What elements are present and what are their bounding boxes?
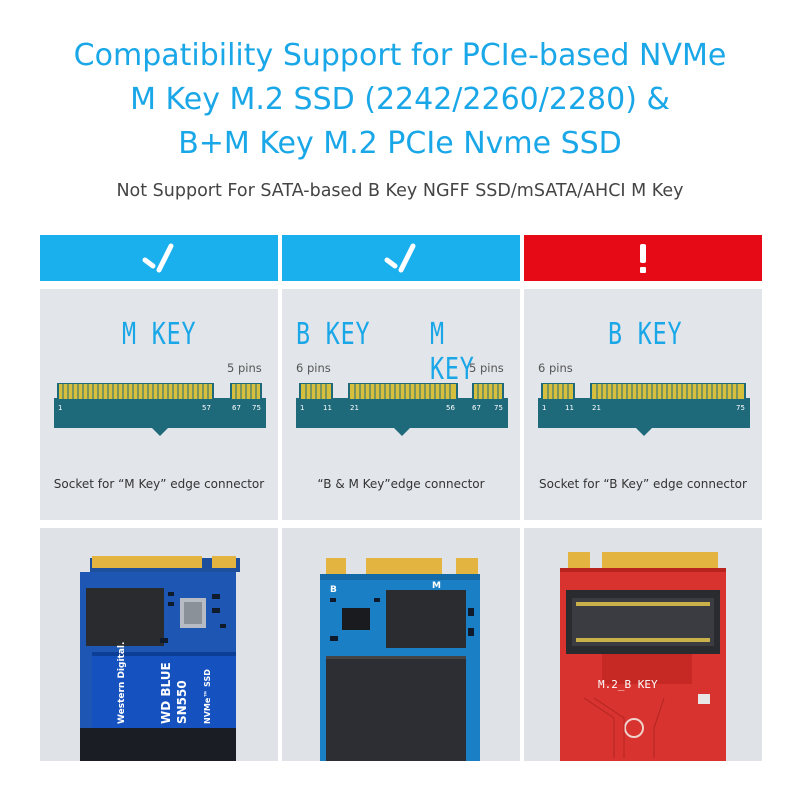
connector-panel: B KEY M KEY 6 pins 5 pins 1 11 21 [282,289,520,520]
pin-number: 11 [323,404,332,412]
connector-caption: Socket for “M Key” edge connector [53,477,265,491]
b-key-adapter-image: M.2_B KEY [524,528,762,761]
title-line-1: Compatibility Support for PCIe-based NVM… [73,38,727,73]
pins-label: 6 pins [296,361,331,375]
pin-number: 75 [252,404,261,412]
pin-number: 56 [446,404,455,412]
pin-number: 21 [592,404,601,412]
check-icon [142,243,174,273]
column-m-key: M KEY 5 pins 1 57 67 75 Socket for “M Ke… [40,235,278,761]
pin-number: 57 [202,404,211,412]
pin-number: 21 [350,404,359,412]
pin-number: 75 [736,404,745,412]
pin-number: 75 [494,404,503,412]
ssd-brand-text: Western Digital. [117,642,127,724]
key-label: M KEY [122,317,197,352]
key-label: M KEY [430,317,475,387]
page-title: Compatibility Support for PCIe-based NVM… [0,34,800,166]
connector-panel: M KEY 5 pins 1 57 67 75 Socket for “M Ke… [40,289,278,520]
column-b-key: B KEY 6 pins 1 11 21 75 Socket for “B Ke… [524,235,762,761]
status-header-unsupported [524,235,762,281]
exclamation-icon [640,244,646,273]
connector-panel: B KEY 6 pins 1 11 21 75 Socket for “B Ke… [524,289,762,520]
pin-number: 1 [58,404,62,412]
ssd-model-text: SN550 [175,680,189,724]
ssd-photo-wd-blue: Western Digital. WD BLUE SN550 NVMe™ SSD [40,528,278,761]
ssd-photo-b-m-key: B M [282,528,520,761]
pin-number: 67 [232,404,241,412]
page-subtitle: Not Support For SATA-based B Key NGFF SS… [116,181,684,201]
pin-number: 1 [300,404,304,412]
connector-caption: Socket for “B Key” edge connector [539,477,747,491]
status-header-supported [40,235,278,281]
m-key-edge-connector: 1 57 67 75 [54,383,266,436]
check-icon [384,243,416,273]
pins-label: 6 pins [538,361,573,375]
status-header-supported [282,235,520,281]
adapter-photo-b-key: M.2_B KEY [524,528,762,761]
pins-label: 5 pins [227,361,262,375]
ssd-type-text: NVMe™ SSD [203,669,212,724]
key-label: B KEY [296,317,371,352]
b-key-marker: B [330,585,337,595]
key-label: B KEY [608,317,683,352]
pins-label: 5 pins [469,361,504,375]
connector-caption: “B & M Key”edge connector [317,477,485,491]
adapter-silkscreen-text: M.2_B KEY [598,678,658,691]
ssd-model-text: WD BLUE [159,662,173,724]
pin-number: 1 [542,404,546,412]
title-line-2: M Key M.2 SSD (2242/2260/2280) & [130,82,670,117]
b-m-key-ssd-image: B M [282,528,520,761]
wd-blue-ssd-image: Western Digital. WD BLUE SN550 NVMe™ SSD [40,528,278,761]
m-key-marker: M [432,581,441,591]
column-b-m-key: B KEY M KEY 6 pins 5 pins 1 11 21 [282,235,520,761]
title-line-3: B+M Key M.2 PCIe Nvme SSD [178,126,622,161]
pin-number: 11 [565,404,574,412]
pin-number: 67 [472,404,481,412]
b-m-key-edge-connector: 1 11 21 56 67 75 [296,383,508,436]
b-key-edge-connector: 1 11 21 75 [538,383,750,436]
